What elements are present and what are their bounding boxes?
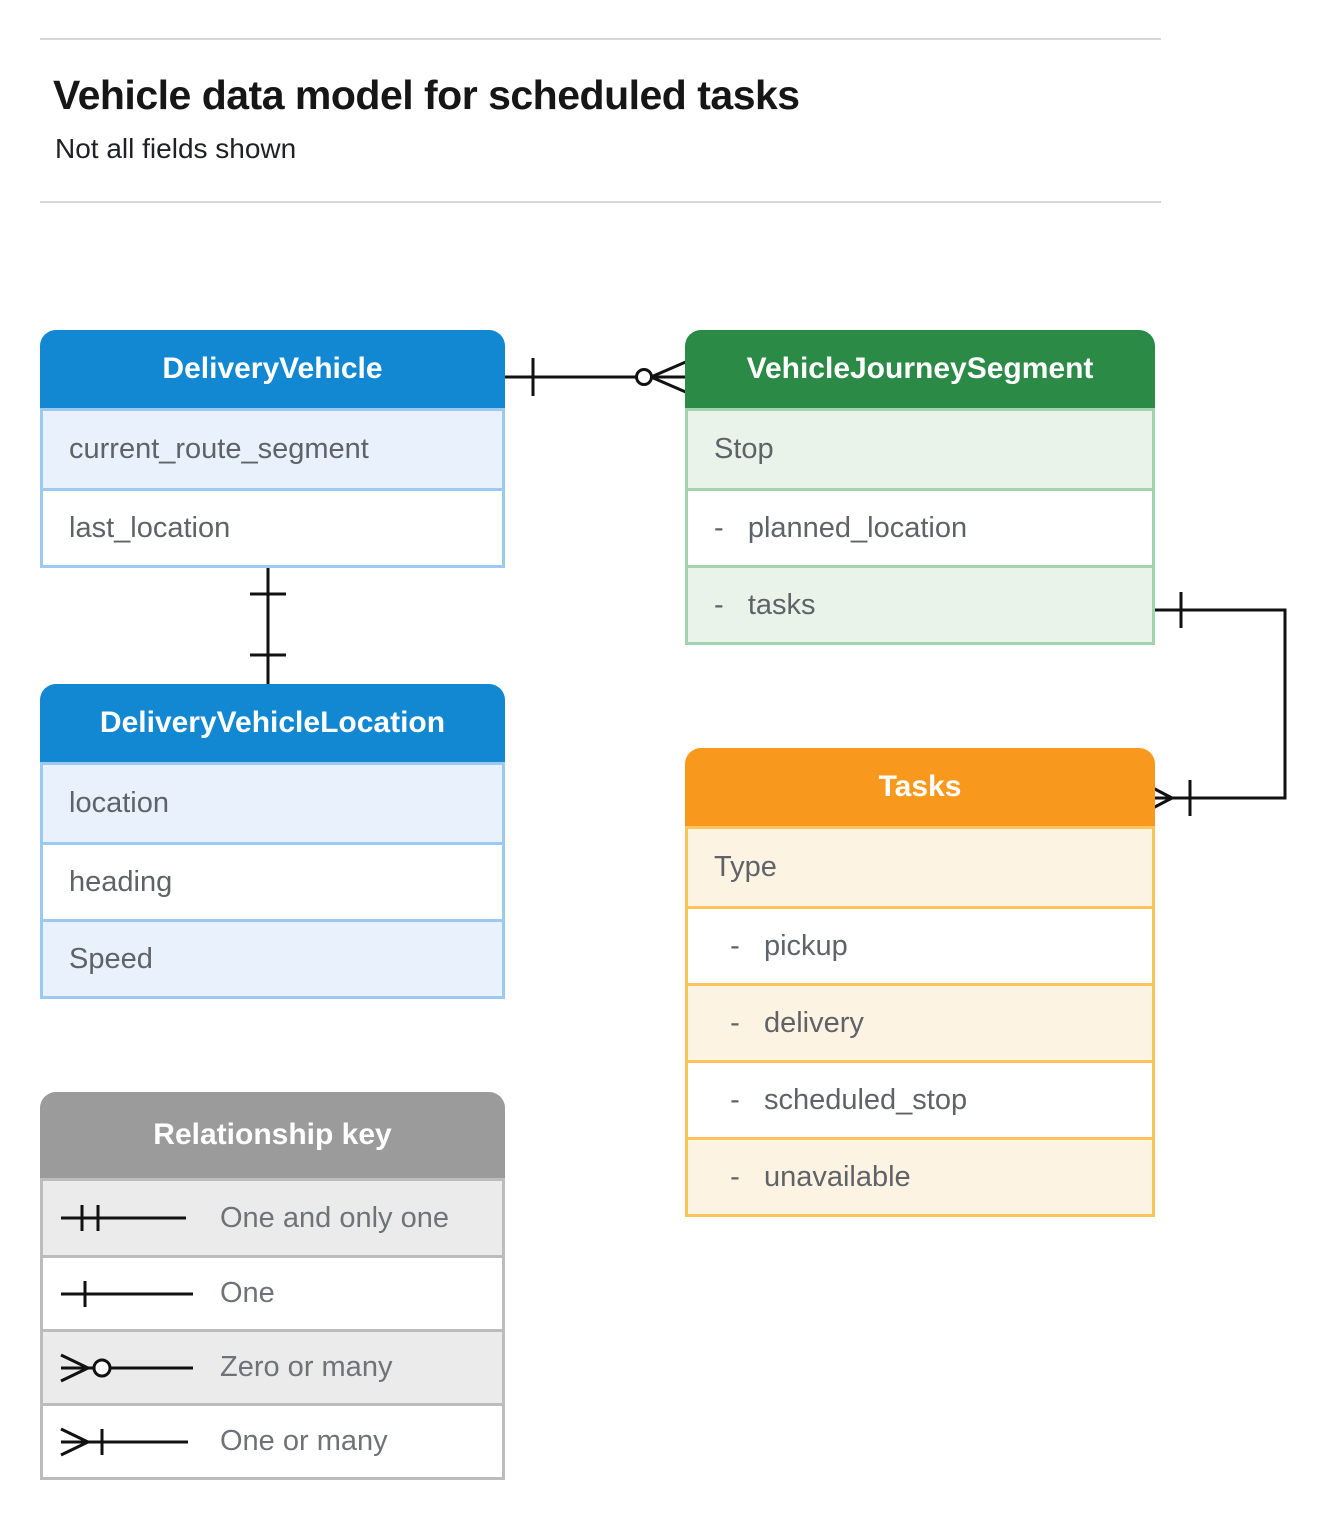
header-bottom-divider	[40, 201, 1161, 203]
field-row: - unavailable	[688, 1137, 1152, 1214]
connector-deliveryvehicle-to-vehiclejourneysegment	[503, 358, 689, 396]
legend-label: Zero or many	[220, 1351, 393, 1383]
one-icon	[61, 1280, 193, 1307]
entity-title: Tasks	[685, 748, 1155, 826]
entity-title: DeliveryVehicleLocation	[40, 684, 505, 762]
entity-fields: Type - pickup - delivery - scheduled_sto…	[685, 826, 1155, 1217]
entity-fields: Stop- planned_location- tasks	[685, 408, 1155, 645]
entity-title: DeliveryVehicle	[40, 330, 505, 408]
legend-row-zero-or-many: Zero or many	[43, 1329, 502, 1403]
one-and-only-one-icon	[61, 1205, 186, 1231]
field-row: - delivery	[688, 983, 1152, 1060]
field-row: - tasks	[688, 565, 1152, 642]
legend-row-one-and-only-one: One and only one	[43, 1181, 502, 1255]
legend-row-one-or-many: One or many	[43, 1403, 502, 1477]
field-row: - pickup	[688, 906, 1152, 983]
legend-label: One	[220, 1277, 275, 1309]
legend-label: One and only one	[220, 1201, 449, 1234]
field-row: - planned_location	[688, 488, 1152, 565]
field-row: last_location	[43, 488, 502, 565]
field-row: Type	[688, 829, 1152, 906]
legend-label: One or many	[220, 1425, 388, 1457]
entity-title: VehicleJourneySegment	[685, 330, 1155, 408]
top-divider	[40, 38, 1161, 40]
page-title: Vehicle data model for scheduled tasks	[53, 72, 800, 118]
legend-row-one: One	[43, 1255, 502, 1329]
connector-vehiclejourneysegment-tasks-to-tasks	[1148, 592, 1287, 816]
field-row: location	[43, 765, 502, 842]
field-row: Stop	[688, 411, 1152, 488]
field-row: Speed	[43, 919, 502, 996]
field-row: - scheduled_stop	[688, 1060, 1152, 1137]
field-row: current_route_segment	[43, 411, 502, 488]
zero-or-many-icon	[60, 1353, 193, 1382]
one-or-many-icon	[60, 1427, 188, 1456]
connector-deliveryvehicle-to-deliveryvehiclelocation	[250, 566, 286, 690]
page-subtitle: Not all fields shown	[55, 133, 297, 164]
field-row: heading	[43, 842, 502, 919]
relationship-key-title: Relationship key	[40, 1092, 505, 1178]
